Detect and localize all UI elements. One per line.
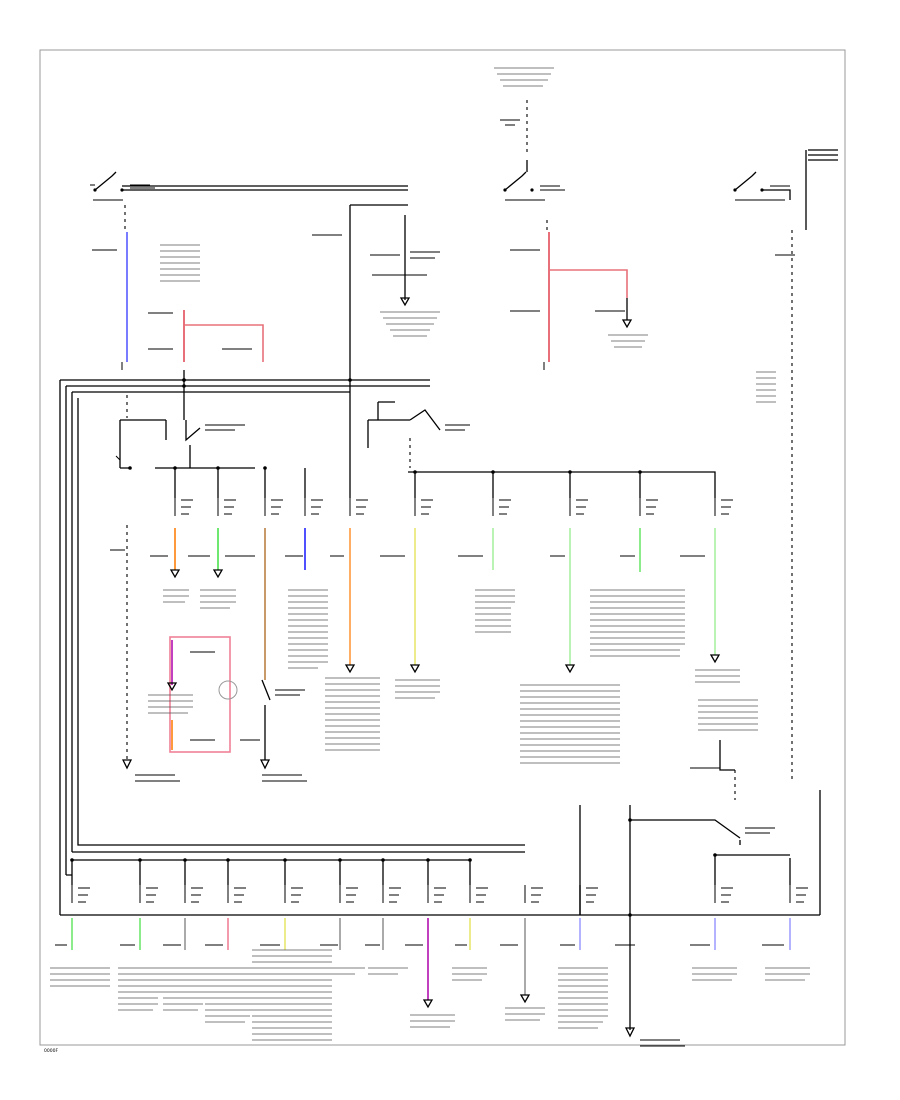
ignition-switch-right bbox=[733, 149, 838, 230]
diagram-frame bbox=[39, 49, 846, 1046]
footer-code: 0000F bbox=[44, 1048, 58, 1054]
middle-red-bus bbox=[510, 220, 648, 370]
left-feed-blue bbox=[92, 205, 128, 370]
ignition-switch-left bbox=[90, 171, 408, 201]
relay-left bbox=[115, 370, 255, 469]
ground-middle-switch bbox=[240, 679, 307, 782]
fusible-link-left bbox=[148, 244, 264, 362]
upper-fuse-row bbox=[150, 468, 758, 764]
starter-fuse bbox=[370, 215, 440, 337]
lower-fuse-row bbox=[50, 859, 820, 1041]
ignition-switch-middle bbox=[503, 160, 565, 201]
blower-motor-loop bbox=[148, 636, 238, 753]
relay-right bbox=[367, 401, 716, 495]
ground-left bbox=[110, 525, 180, 782]
top-fuse-label bbox=[490, 63, 560, 93]
right-lower-block bbox=[579, 740, 821, 1047]
junction-dots bbox=[70, 378, 717, 917]
